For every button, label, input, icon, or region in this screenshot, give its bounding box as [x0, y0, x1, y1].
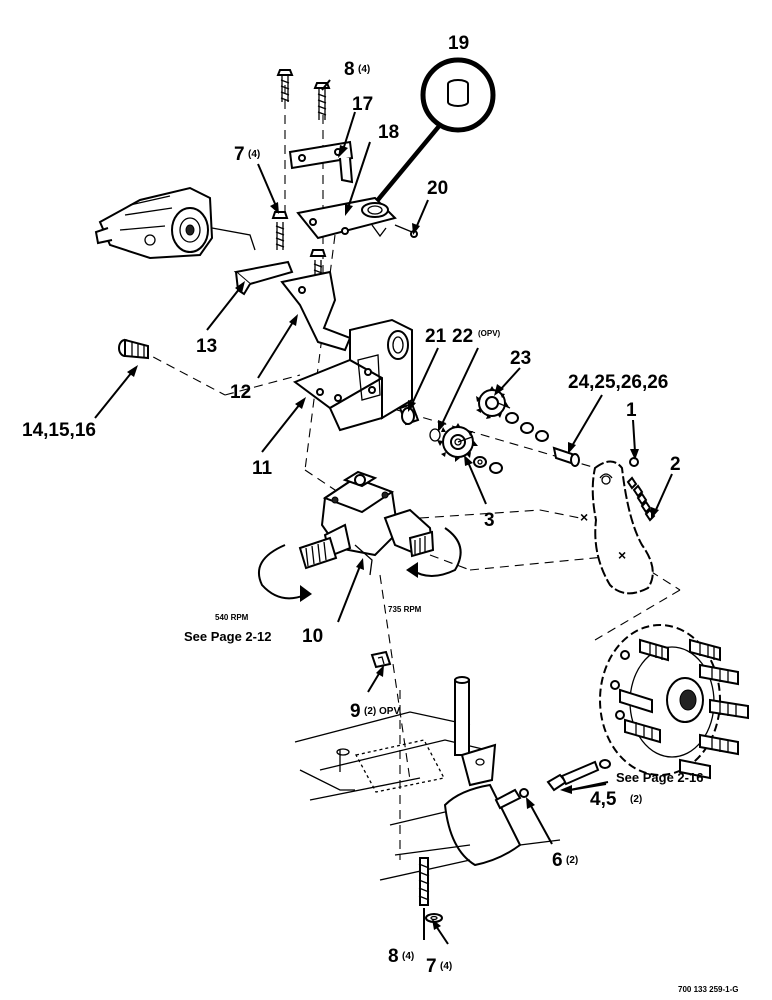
- label-20: 20: [427, 178, 448, 199]
- item-4-bolt: [546, 759, 611, 792]
- label-6: 6: [552, 850, 563, 871]
- label-8-top-qty: (4): [358, 64, 370, 75]
- bottom-bolts: [418, 857, 443, 923]
- frame: [294, 676, 561, 881]
- label-2: 2: [670, 454, 681, 475]
- label-8-top: 8: [344, 59, 355, 80]
- label-735-rpm: 735 RPM: [388, 605, 422, 614]
- label-see-page-2-16: See Page 2-16: [616, 770, 703, 785]
- alignment-lines: [139, 85, 681, 860]
- item-13-bracket: [233, 260, 294, 296]
- label-3: 3: [484, 510, 495, 531]
- item-12-bracket: [280, 270, 352, 352]
- label-7-top-qty: (4): [248, 149, 260, 160]
- callout-labels: 19 8 (4) 17 18 7 (4) 20 13 12 14,15,16 1…: [22, 33, 739, 994]
- label-23: 23: [510, 348, 531, 369]
- item-18-plate: [296, 196, 418, 240]
- label-22: 22: [452, 326, 473, 347]
- label-540-rpm: 540 RPM: [215, 613, 249, 622]
- label-7-bottom-qty: (4): [440, 961, 452, 972]
- hydraulic-motor: [94, 186, 256, 260]
- label-9: 9: [350, 701, 361, 722]
- label-14-15-16: 14,15,16: [22, 420, 96, 441]
- label-12: 12: [230, 382, 251, 403]
- label-17: 17: [352, 94, 373, 115]
- item-19-inset: [365, 57, 496, 216]
- label-22-opv: (OPV): [478, 329, 501, 338]
- label-24-25-26: 24,25,26,26: [568, 372, 668, 393]
- shaft-components: [398, 386, 580, 474]
- svg-text:×: ×: [580, 509, 588, 525]
- label-8-bottom-qty: (4): [402, 951, 414, 962]
- label-see-page-2-12: See Page 2-12: [184, 629, 271, 644]
- drawing-code: 700 133 259-1-G: [678, 985, 739, 994]
- svg-text:×: ×: [618, 547, 626, 563]
- label-1: 1: [626, 400, 637, 421]
- label-4-5: 4,5: [590, 789, 617, 810]
- top-bolts: [276, 69, 331, 120]
- item-7-bolts: [271, 211, 327, 286]
- chain: [626, 457, 656, 522]
- label-4-5-qty: (2): [630, 794, 642, 805]
- label-7-top: 7: [234, 144, 245, 165]
- item-14-bolt: [118, 338, 149, 360]
- label-13: 13: [196, 336, 217, 357]
- label-9-qty: (2) OPV: [364, 706, 400, 717]
- label-19: 19: [448, 33, 469, 54]
- item-9-shim: [370, 650, 392, 669]
- label-21: 21: [425, 326, 447, 347]
- label-11: 11: [252, 458, 273, 479]
- clutch-hub: [599, 624, 749, 780]
- label-6-qty: (2): [566, 855, 578, 866]
- leader-arrows: [94, 79, 673, 945]
- label-7-bottom: 7: [426, 956, 437, 977]
- label-10: 10: [302, 626, 323, 647]
- rotation-arrows: [257, 527, 462, 602]
- item-17-bracket: [288, 140, 354, 184]
- gearbox: [298, 470, 435, 576]
- label-8-bottom: 8: [388, 946, 399, 967]
- label-18: 18: [378, 122, 399, 143]
- idler-plate: × ×: [580, 460, 654, 595]
- item-11-main-bracket: [292, 318, 413, 432]
